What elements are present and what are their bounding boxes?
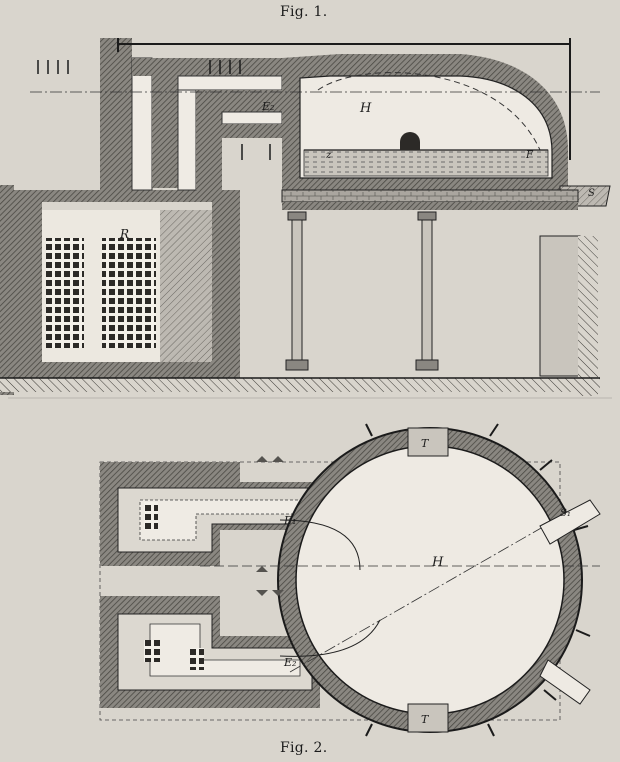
port-e2-b [190, 648, 204, 670]
axis-line-1 [289, 499, 591, 673]
upper-duct-wall [196, 90, 282, 112]
label-F: F [525, 150, 534, 161]
support-column-right [415, 211, 439, 371]
buckstays [365, 423, 591, 737]
flue-duct-2 [177, 73, 197, 191]
lower-duct-wall [222, 124, 282, 138]
label-z: z [325, 150, 332, 161]
glass-bath [303, 149, 549, 177]
regenerator-floor [14, 362, 240, 378]
flue-duct-1 [131, 57, 153, 191]
plan-label-T-bottom: T [421, 713, 430, 726]
left-wall [0, 185, 14, 395]
plan-label-S1: S₁ [560, 508, 571, 519]
outlet-spout-upper [539, 499, 601, 545]
figure-2: H E₁ E₂ S₁ T T [99, 423, 601, 737]
upper-duct-1 [177, 75, 283, 91]
plan-label-H: H [431, 555, 444, 570]
figure-2-caption: Fig. 2. [280, 740, 328, 756]
ground-section [0, 378, 600, 392]
regenerator-wall-right [212, 202, 240, 362]
label-E2: E₂ [261, 100, 274, 113]
regenerator-roof [14, 190, 240, 202]
label-R: R [119, 227, 129, 241]
upper-duct-2 [221, 111, 283, 125]
figure-1: H R E₂ z F S [0, 38, 611, 396]
furnace-ring-inner [295, 445, 565, 715]
top-bolts [37, 60, 271, 160]
outlet-spout-lower [539, 659, 591, 705]
figure-1-caption: Fig. 1. [280, 4, 328, 20]
work-block-bottom [407, 703, 449, 733]
label-S: S [588, 188, 595, 199]
port-e2-a [144, 640, 160, 662]
plan-label-E2: E₂ [283, 656, 296, 669]
support-column-left [285, 211, 309, 371]
plan-label-T-top: T [421, 437, 430, 450]
plan-label-E1: E₁ [283, 514, 296, 527]
checkerwork-left [46, 238, 84, 348]
upper-duct-top [132, 58, 282, 76]
working-opening [400, 132, 420, 150]
flue-teeth [256, 456, 284, 596]
work-block-top [407, 427, 449, 457]
checkerwork-right [102, 238, 156, 348]
label-H: H [359, 101, 372, 116]
right-ground [578, 236, 598, 396]
right-foundation [539, 235, 581, 377]
flue-column-mid [152, 58, 178, 188]
flue-passage [160, 210, 212, 362]
regenerator-wall-left [14, 202, 42, 362]
port-e1 [144, 502, 158, 530]
platform-beam [281, 189, 579, 203]
flue-column-left [100, 38, 132, 190]
